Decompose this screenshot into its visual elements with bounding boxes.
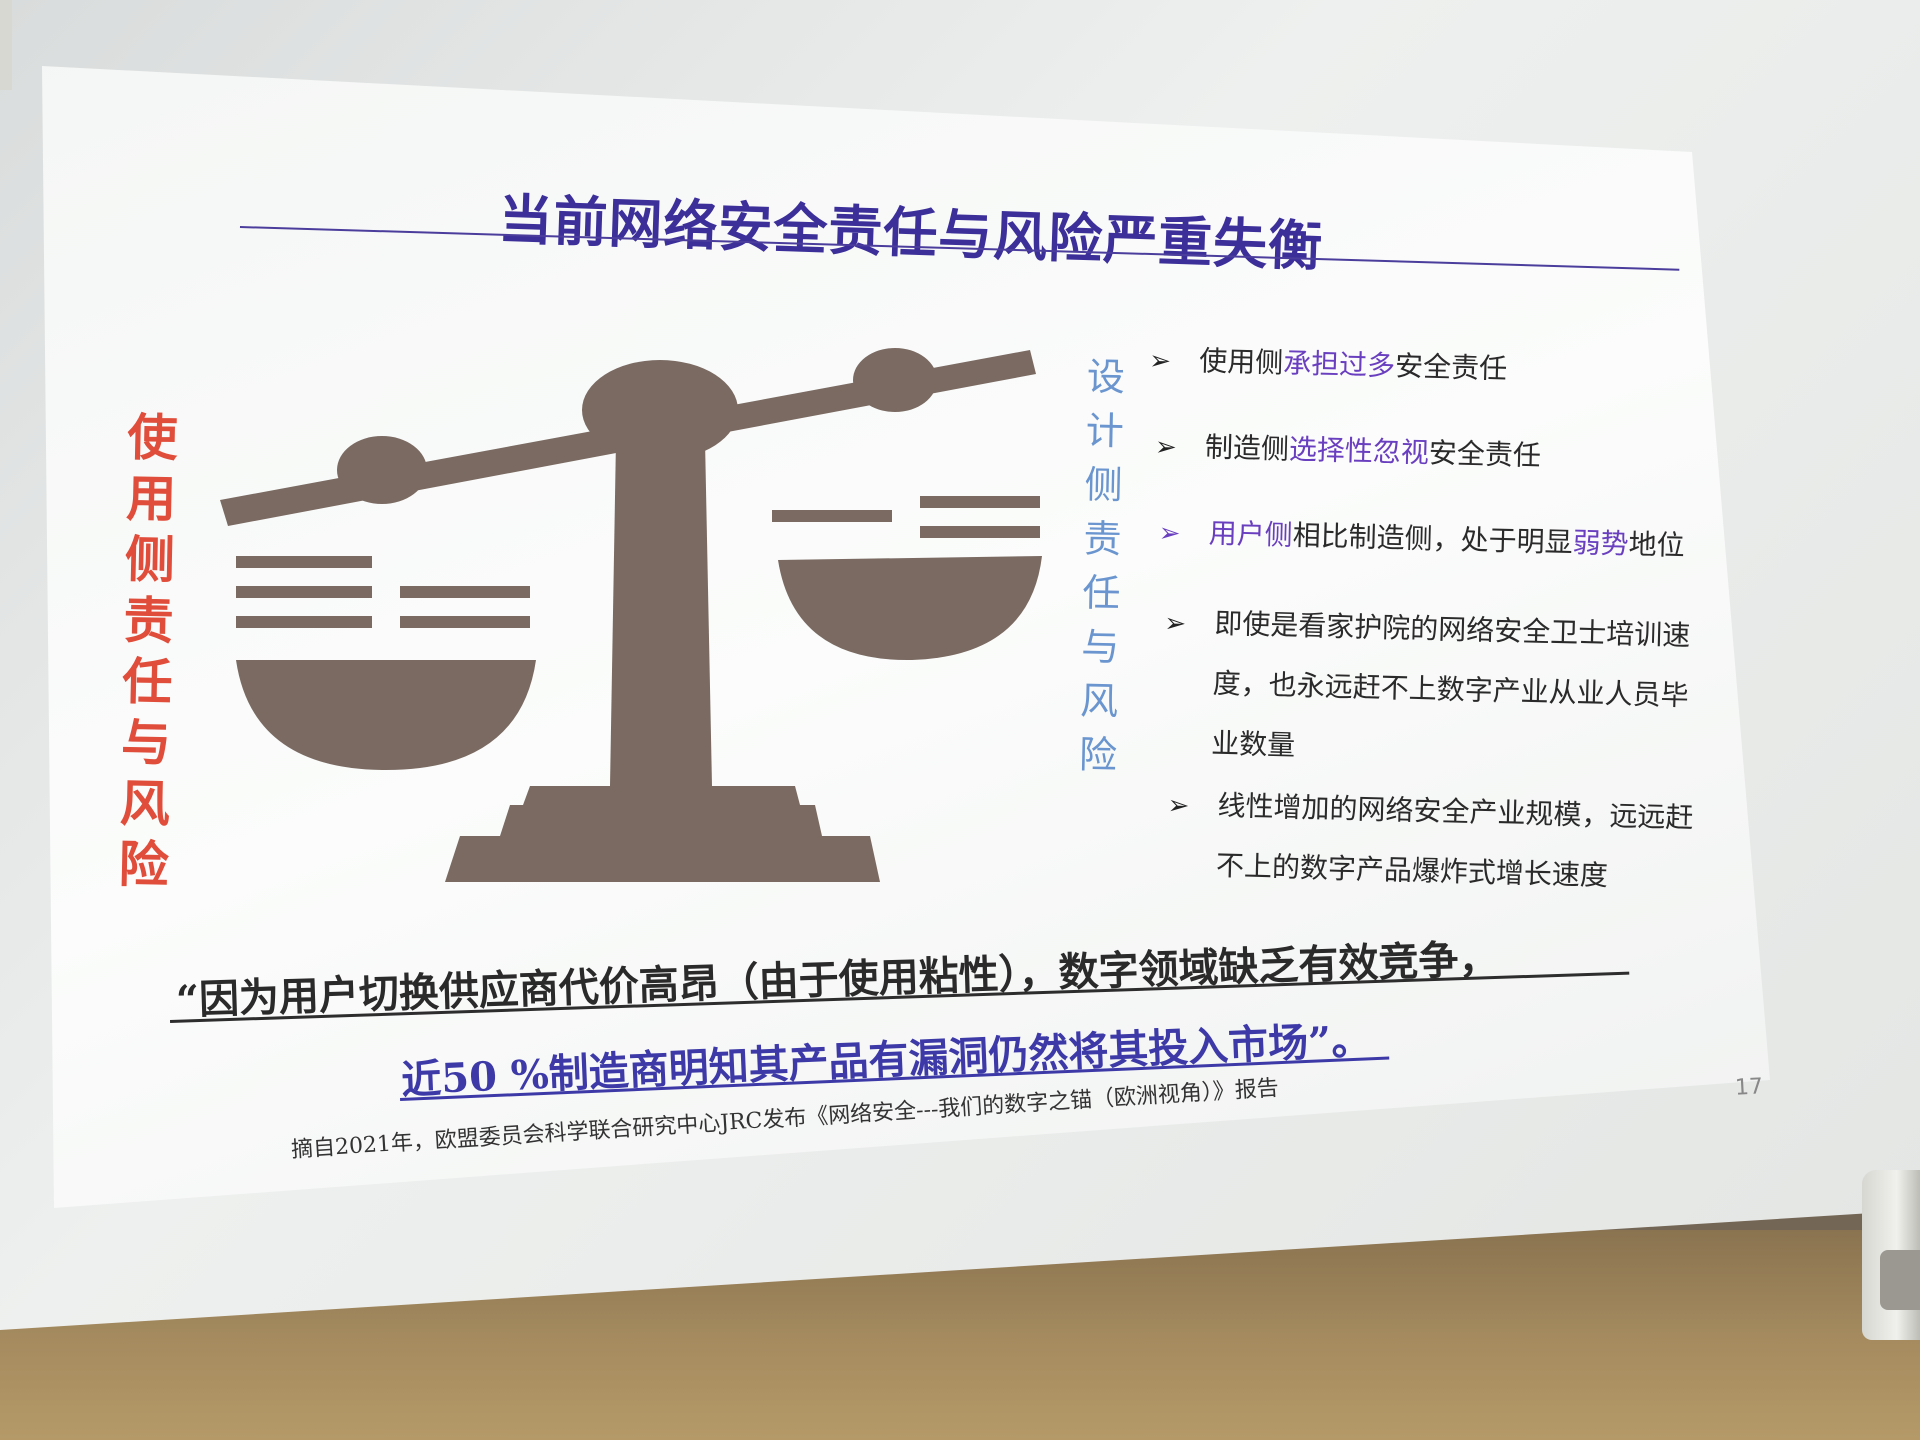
sub-bullet-line: 不上的数字产品爆炸式增长速度 xyxy=(1215,848,1609,893)
vertical-label-right: 设 计 侧 责 任 与 风 险 xyxy=(1069,349,1134,782)
vertical-left-char: 责 xyxy=(123,591,175,651)
left-pan-bar xyxy=(236,586,372,598)
vertical-right-char: 责 xyxy=(1083,516,1123,562)
bullet-text: 使用侧 xyxy=(1198,344,1284,380)
vertical-right-char: 计 xyxy=(1085,408,1125,454)
vertical-right-char: 风 xyxy=(1079,678,1119,724)
bullet-text: 安全责任 xyxy=(1428,436,1542,473)
bullet-text: 安全责任 xyxy=(1394,349,1508,386)
left-pan-bar xyxy=(400,616,530,628)
scale-pivot-center xyxy=(582,360,738,460)
right-pan-bar xyxy=(920,526,1040,538)
vertical-right-char: 任 xyxy=(1081,570,1121,616)
scale-column xyxy=(610,440,712,786)
right-pan-bar xyxy=(920,496,1040,508)
left-pan-bar xyxy=(236,616,372,628)
bullet-text: 相比制造侧，处于明显 xyxy=(1292,518,1574,560)
arrowhead-bullet-icon: ➢ xyxy=(1154,432,1178,463)
bullet-text: 地位 xyxy=(1628,527,1686,563)
right-pan-bowl xyxy=(778,556,1042,661)
sub-bullet-line: 线性增加的网络安全产业规模，远远赶 xyxy=(1217,788,1694,835)
bullet-highlight: 选择性忽视 xyxy=(1288,432,1430,470)
left-pan-bar xyxy=(236,556,372,568)
balance-scale-icon xyxy=(220,348,1042,882)
arrowhead-bullet-icon: ➢ xyxy=(1167,790,1190,822)
scale-base-bottom xyxy=(445,836,880,882)
scale-base-mid xyxy=(500,805,822,836)
scale-pivot-left xyxy=(337,436,427,504)
page-number: 17 xyxy=(1734,1074,1764,1101)
vertical-right-char: 与 xyxy=(1080,624,1120,670)
bullet-highlight: 用户侧 xyxy=(1208,516,1294,552)
scale-pivot-right xyxy=(853,348,937,412)
arrowhead-bullet-icon: ➢ xyxy=(1163,608,1187,640)
bullet-item: ➢ 制造侧选择性忽视安全责任 xyxy=(1154,416,1542,487)
bullet-highlight: 弱势 xyxy=(1572,526,1630,561)
vertical-left-char: 用 xyxy=(125,469,177,529)
sub-bullet-line: 业数量 xyxy=(1210,726,1296,762)
vertical-label-left: 使 用 侧 责 任 与 风 险 xyxy=(113,407,183,896)
vertical-left-char: 与 xyxy=(120,713,172,773)
vertical-left-char: 风 xyxy=(119,774,171,834)
vertical-left-char: 使 xyxy=(126,408,179,468)
arrowhead-bullet-icon: ➢ xyxy=(1158,518,1181,549)
bullet-item: ➢ 使用侧承担过多安全责任 xyxy=(1148,330,1508,400)
vertical-right-char: 设 xyxy=(1086,354,1126,400)
vertical-left-char: 险 xyxy=(117,835,170,895)
arrowhead-bullet-icon: ➢ xyxy=(1148,345,1172,377)
vertical-left-char: 侧 xyxy=(124,530,176,590)
vertical-right-char: 侧 xyxy=(1084,462,1124,508)
bullet-highlight: 承担过多 xyxy=(1282,346,1396,383)
vertical-right-char: 险 xyxy=(1078,732,1118,778)
bullet-text: 制造侧 xyxy=(1204,430,1290,466)
left-pan-bar xyxy=(400,586,530,598)
right-pan-bar xyxy=(772,510,892,522)
vertical-left-char: 任 xyxy=(121,652,173,712)
sub-bullet-line: 即使是看家护院的网络安全卫士培训速 xyxy=(1213,606,1691,653)
screen-clip-detail xyxy=(1880,1250,1920,1310)
scale-base-top xyxy=(523,786,800,805)
left-pan-bowl xyxy=(236,660,536,770)
screen-left-edge xyxy=(0,0,12,90)
